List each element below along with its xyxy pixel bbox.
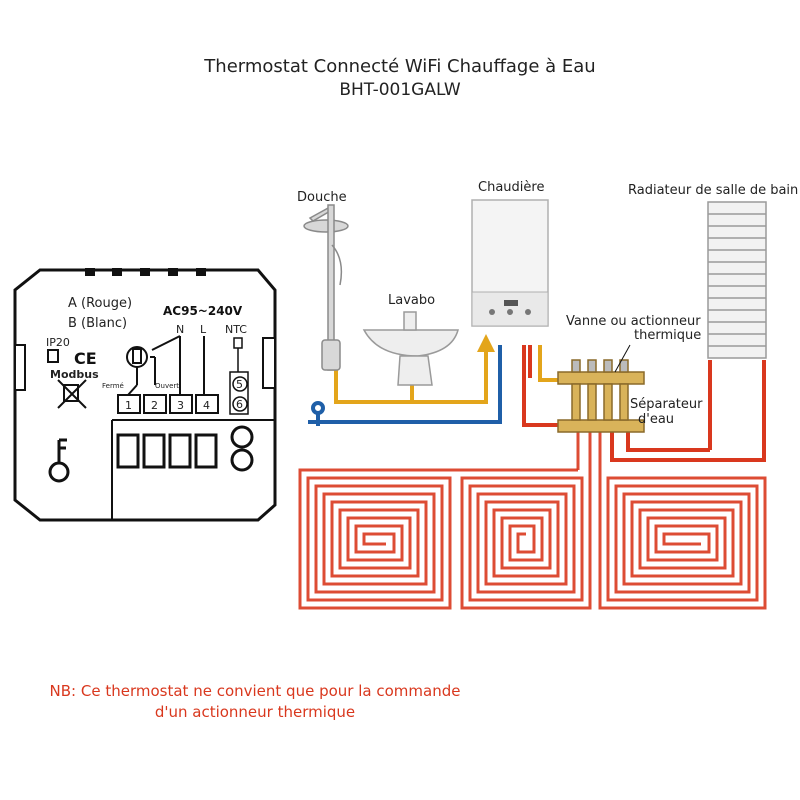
- terminal-3-label: 3: [177, 399, 184, 412]
- shower-icon: [303, 204, 349, 371]
- open-label: Ouvert: [155, 382, 179, 390]
- ce-mark: CE: [74, 349, 97, 368]
- warm-water-pipe: [334, 345, 570, 404]
- towel-radiator-icon: [707, 201, 767, 359]
- sink-label: Lavabo: [388, 293, 435, 308]
- terminal-1-label: 1: [125, 399, 132, 412]
- weee-bin-icon: [57, 379, 87, 409]
- relay-contact-icon: [126, 346, 156, 396]
- radiator-label: Radiateur de salle de bain: [628, 183, 798, 198]
- ip-rating-label: IP20: [46, 336, 70, 349]
- boiler-label: Chaudière: [478, 180, 544, 195]
- left-clip: [14, 344, 26, 391]
- terminal-4: [195, 394, 219, 414]
- live-label: L: [200, 323, 207, 336]
- note-line-1: NB: Ce thermostat ne convient que pour l…: [49, 682, 461, 700]
- cold-water-pipe: [308, 345, 502, 426]
- sink-icon: [362, 311, 459, 386]
- key-icon: [48, 438, 70, 483]
- terminal-block: 1 2 3 4: [117, 394, 219, 414]
- ntc-terminal-6: 6: [236, 398, 243, 411]
- closed-label: Fermé: [102, 382, 124, 390]
- separator-label-line2: d'eau: [638, 412, 674, 427]
- ip-square-icon: [47, 349, 59, 363]
- ntc-label: NTC: [225, 323, 247, 336]
- voltage-label: AC95~240V: [163, 304, 243, 318]
- terminal-2-label: 2: [151, 399, 158, 412]
- shower-label: Douche: [297, 190, 347, 205]
- wire-b-label: B (Blanc): [68, 316, 127, 331]
- terminal-2: [143, 394, 167, 414]
- neutral-label: N: [176, 323, 184, 336]
- screw-terminals: [116, 425, 254, 472]
- floor-heating-loops: [298, 432, 767, 610]
- top-notches: [85, 268, 206, 276]
- wire-a-label: A (Rouge): [68, 296, 132, 311]
- diagram-title: Thermostat Connecté WiFi Chauffage à Eau: [204, 56, 596, 77]
- terminal-3: [169, 394, 193, 414]
- model-number: BHT-001GALW: [339, 80, 461, 100]
- ntc-probe-icon: [229, 337, 249, 415]
- ntc-terminal-5: 5: [236, 378, 243, 391]
- valve-label-line2: thermique: [634, 328, 701, 343]
- modbus-label: Modbus: [50, 368, 99, 381]
- boiler-icon: [471, 199, 549, 327]
- note-line-2: d'un actionneur thermique: [154, 703, 356, 721]
- terminal-1: [117, 394, 141, 414]
- terminal-4-label: 4: [203, 399, 210, 412]
- separator-label-line1: Séparateur: [630, 397, 703, 412]
- thermostat-backplate: A (Rouge) B (Blanc) AC95~240V N L NTC IP…: [13, 268, 277, 522]
- valve-label-line1: Vanne ou actionneur: [566, 314, 701, 329]
- right-clip: [262, 337, 276, 389]
- water-manifold: [557, 359, 645, 433]
